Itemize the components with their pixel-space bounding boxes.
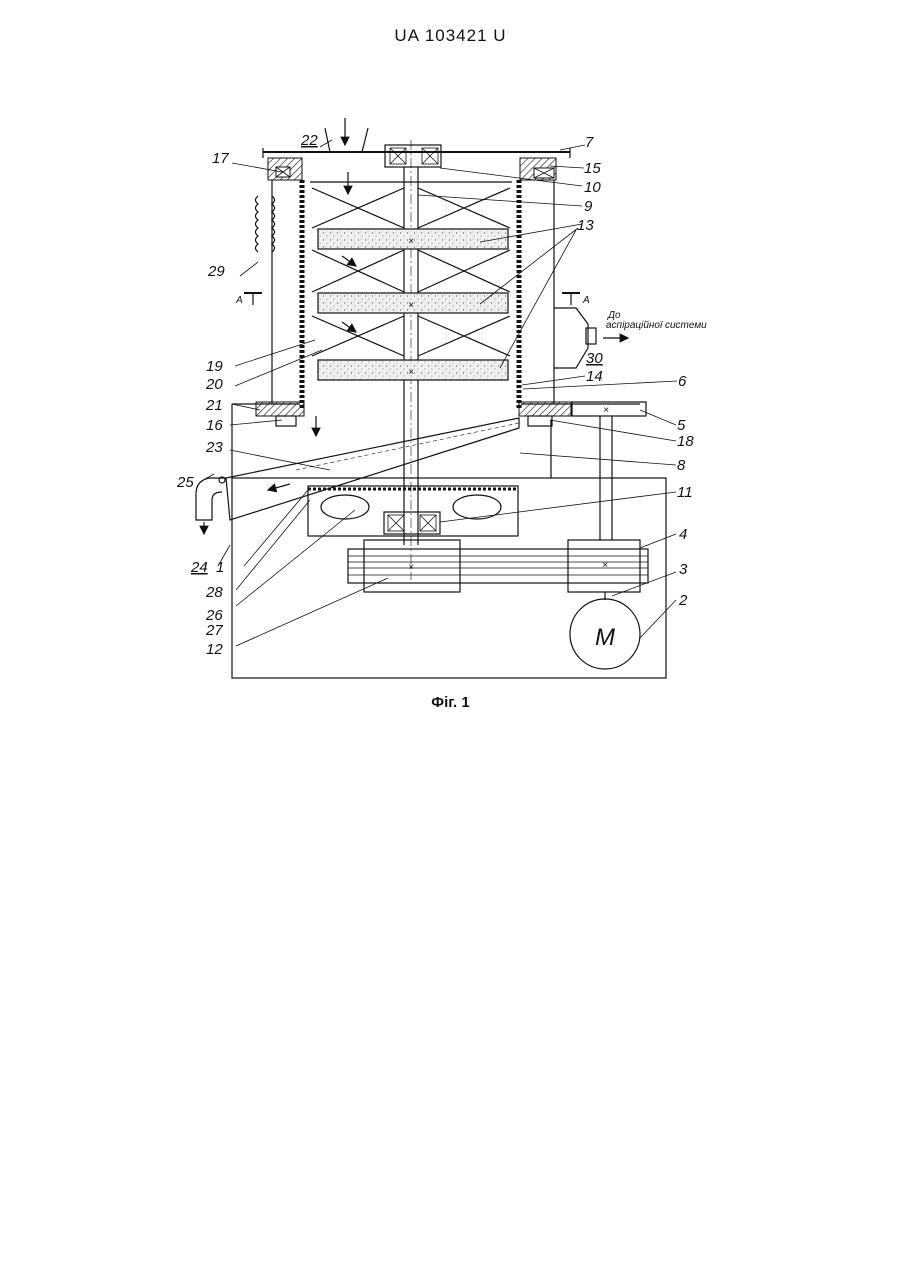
label-9: 9 bbox=[584, 198, 593, 215]
label-2: 2 bbox=[678, 592, 688, 609]
belt-drive: × × bbox=[348, 540, 648, 592]
motor-symbol: M bbox=[595, 624, 615, 651]
label-17: 17 bbox=[212, 150, 229, 167]
svg-text:×: × bbox=[408, 562, 414, 573]
abrasive-discs: × × × bbox=[318, 229, 508, 380]
aspiration-outlet: До аспіраційної системи bbox=[554, 308, 707, 368]
section-mark-left: A bbox=[235, 295, 243, 306]
top-cover bbox=[263, 148, 570, 180]
label-6: 6 bbox=[678, 373, 687, 390]
label-20: 20 bbox=[205, 376, 223, 393]
svg-text:×: × bbox=[408, 236, 414, 247]
label-5: 5 bbox=[677, 417, 686, 434]
label-16: 16 bbox=[206, 417, 223, 434]
drive-pulley-top: × bbox=[572, 402, 646, 540]
label-25: 25 bbox=[176, 474, 194, 491]
label-30: 30 bbox=[586, 350, 603, 367]
figure-caption: Фіг. 1 bbox=[0, 694, 901, 711]
label-1: 1 bbox=[216, 559, 224, 576]
section-mark-right: A bbox=[582, 295, 590, 306]
svg-text:×: × bbox=[603, 405, 609, 416]
label-27: 27 bbox=[205, 622, 223, 639]
label-23: 23 bbox=[205, 439, 223, 456]
label-11: 11 bbox=[677, 484, 693, 501]
label-19: 19 bbox=[206, 358, 223, 375]
lower-housing bbox=[308, 486, 518, 536]
lower-seals bbox=[256, 402, 571, 436]
label-4: 4 bbox=[679, 526, 687, 543]
label-14: 14 bbox=[586, 368, 603, 385]
label-12: 12 bbox=[206, 641, 223, 658]
electric-motor: M bbox=[570, 592, 640, 669]
label-7: 7 bbox=[585, 134, 594, 151]
label-3: 3 bbox=[679, 561, 688, 578]
label-10: 10 bbox=[584, 179, 601, 196]
label-24: 24 bbox=[190, 559, 208, 576]
label-13: 13 bbox=[577, 217, 594, 234]
svg-text:×: × bbox=[408, 300, 414, 311]
part-labels: 22 7 17 15 10 9 13 29 30 19 14 6 20 21 5… bbox=[176, 132, 694, 658]
label-8: 8 bbox=[677, 457, 686, 474]
label-29: 29 bbox=[207, 263, 225, 280]
exhaust-note-line2: аспіраційної системи bbox=[606, 320, 707, 331]
inlet-funnel bbox=[325, 118, 368, 152]
label-28: 28 bbox=[205, 584, 223, 601]
label-22: 22 bbox=[300, 132, 318, 149]
discharge-chute bbox=[196, 418, 519, 534]
label-15: 15 bbox=[584, 160, 601, 177]
svg-text:×: × bbox=[408, 367, 414, 378]
label-21: 21 bbox=[205, 397, 223, 414]
label-18: 18 bbox=[677, 433, 694, 450]
top-bearing bbox=[385, 145, 441, 167]
svg-text:×: × bbox=[602, 560, 608, 571]
